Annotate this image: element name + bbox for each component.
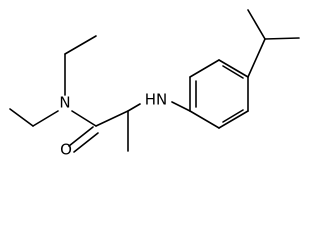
carbonyl-double-bond-b (73, 132, 99, 153)
amine-nh-label: HN (145, 91, 168, 109)
carbonyl-oxygen-label: O (60, 141, 72, 159)
carbonyl-double-bond-a (68, 126, 94, 147)
ethyl-top-bond-2 (64, 35, 97, 55)
ring-bond-2 (218, 110, 249, 129)
structure-drawing: N O HN (9, 9, 300, 159)
ring-bond-1 (189, 110, 220, 129)
ring-bond-5 (189, 59, 220, 78)
ethyl-left-bond-1 (32, 110, 59, 127)
n-carbonyl-bond (71, 110, 97, 127)
isopropyl-bond-3 (264, 37, 300, 40)
ring-inner-double-2 (222, 109, 244, 123)
isopropyl-bond-1 (247, 38, 266, 78)
amide-nitrogen-label: N (59, 94, 70, 112)
structure-canvas: N O HN (9, 9, 300, 159)
ring-bond-4 (218, 59, 249, 78)
isopropyl-bond-2 (247, 9, 266, 40)
alpha-nh-bond (127, 103, 141, 112)
nh-ring-bond (171, 101, 191, 112)
carbonyl-alpha-bond (95, 110, 129, 127)
ethyl-left-bond-2 (9, 108, 34, 127)
ring-inner-double-3 (222, 65, 244, 79)
